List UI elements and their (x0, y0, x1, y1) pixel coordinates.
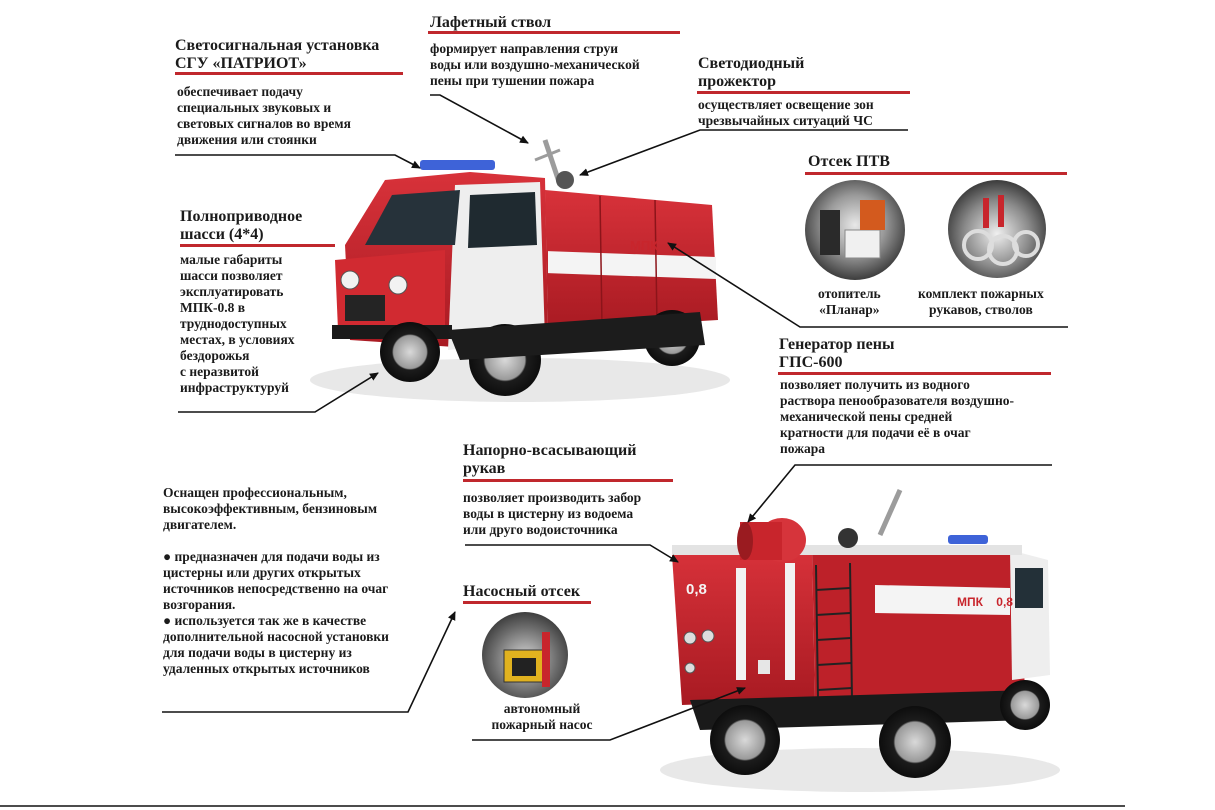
pump-caption-line: автономный (503, 701, 581, 716)
chassis-desc-line: с неразвитой (180, 364, 259, 379)
ptv-item-heater-line: «Планар» (819, 302, 880, 317)
front-truck-illustration: МПК (310, 139, 730, 402)
rear-truck-number: 0,8 (686, 581, 707, 598)
engine-line: двигателем. (163, 517, 237, 532)
chassis-desc-line: эксплуатировать (180, 284, 284, 299)
engine-line: высокоэффективным, бензиновым (163, 501, 378, 516)
chassis-desc-line: бездорожья (180, 348, 250, 363)
chassis-title-line1: Полноприводное (180, 208, 303, 225)
hose-desc-line: воды в цистерну из водоема (463, 506, 634, 521)
lafet-desc-line: формирует направления струи (430, 41, 618, 56)
engine-line: Оснащен профессиональным, (163, 485, 347, 500)
chassis-desc-line: МПК-0.8 в (180, 300, 246, 315)
chassis-desc-line: местах, в условиях (180, 332, 295, 347)
rear-truck-illustration: 0,8 МПК 0,8 (660, 488, 1060, 792)
pump-photo-icon (503, 632, 550, 687)
sgu-desc-line: движения или стоянки (177, 132, 317, 147)
photo-heater-planar (805, 180, 905, 280)
gps-desc-line: позволяет получить из водного (780, 377, 970, 392)
engine-line: источников непосредственно на очаг (163, 581, 389, 596)
sgu-title-line2: СГУ «ПАТРИОТ» (175, 55, 307, 72)
projector-description: осуществляет освещение зон чрезвычайных … (698, 97, 874, 129)
rear-truck-marking: МПК 0,8 (957, 595, 1013, 609)
engine-line (163, 533, 389, 549)
pump-caption-line: пожарный насос (491, 717, 593, 732)
sgu-desc-line: специальных звуковых и (177, 100, 332, 115)
pump-title: Насосный отсек (463, 583, 581, 600)
pump-caption: автономный пожарный насос (472, 701, 612, 733)
ptv-item-hoses: комплект пожарных рукавов, стволов (918, 286, 1044, 318)
ptv-item-hoses-line: рукавов, стволов (929, 302, 1033, 317)
hose-desc-line: позволяет производить забор (463, 490, 642, 505)
gps-title-line2: ГПС-600 (779, 354, 843, 371)
engine-line: цистерны или других открытых (163, 565, 361, 580)
hose-kit-photo-icon (962, 195, 1040, 266)
engine-line: дополнительной насосной установки (163, 629, 389, 644)
gps-desc-line: пожара (780, 441, 825, 456)
hose-title-line1: Напорно-всасывающий (463, 442, 637, 459)
sgu-title-line1: Светосигнальная установка (175, 37, 380, 54)
hose-desc-line: или друго водоисточника (463, 522, 618, 537)
gps-description: позволяет получить из водного раствора п… (780, 377, 1014, 457)
chassis-desc-line: труднодоступных (180, 316, 287, 331)
chassis-desc-line: инфраструктуруй (180, 380, 289, 395)
lafet-title: Лафетный ствол (430, 14, 552, 31)
gps-desc-line: механической пены средней (780, 409, 953, 424)
ptv-item-hoses-line: комплект пожарных (918, 286, 1044, 301)
lafet-description: формирует направления струи воды или воз… (430, 41, 640, 89)
front-truck-marking: МПК (630, 238, 658, 253)
projector-desc-line: осуществляет освещение зон (698, 97, 874, 112)
lafet-desc-line: пены при тушении пожара (430, 73, 595, 88)
projector-title-line1: Светодиодный (698, 55, 805, 72)
projector-desc-line: чрезвычайных ситуаций ЧС (698, 113, 873, 128)
leader-lines (162, 94, 1068, 741)
gps-title-line1: Генератор пены (779, 336, 895, 353)
ptv-item-heater-line: отопитель (818, 286, 881, 301)
sgu-desc-line: обеспечивает подачу (177, 84, 303, 99)
projector-title-line2: прожектор (698, 73, 776, 90)
gps-desc-line: кратности для подачи её в очаг (780, 425, 971, 440)
engine-line: для подачи воды в цистерну из (163, 645, 352, 660)
photo-pump (482, 612, 568, 698)
hose-description: позволяет производить забор воды в цисте… (463, 490, 641, 538)
hose-title-line2: рукав (463, 460, 506, 477)
chassis-desc-line: малые габариты (180, 252, 283, 267)
engine-line: ● используется так же в качестве (163, 613, 367, 628)
heater-photo-icon (820, 200, 885, 259)
engine-line: возгорания. (163, 597, 236, 612)
sgu-desc-line: световых сигналов во время (177, 116, 351, 131)
chassis-desc-line: шасси позволяет (180, 268, 283, 283)
engine-description: Оснащен профессиональным, высокоэффектив… (163, 485, 389, 677)
ptv-title: Отсек ПТВ (808, 153, 890, 170)
engine-line: удаленных открытых источников (163, 661, 370, 676)
sgu-description: обеспечивает подачу специальных звуковых… (177, 84, 351, 148)
gps-desc-line: раствора пенообразователя воздушно- (780, 393, 1014, 408)
chassis-description: малые габариты шасси позволяет эксплуати… (180, 252, 295, 396)
ptv-item-heater: отопитель «Планар» (818, 286, 881, 318)
accent-underlines (175, 31, 1067, 604)
lafet-desc-line: воды или воздушно-механической (430, 57, 640, 72)
photo-hose-kit (948, 180, 1046, 278)
chassis-title-line2: шасси (4*4) (180, 226, 264, 243)
engine-line: ● предназначен для подачи воды из (163, 549, 380, 564)
